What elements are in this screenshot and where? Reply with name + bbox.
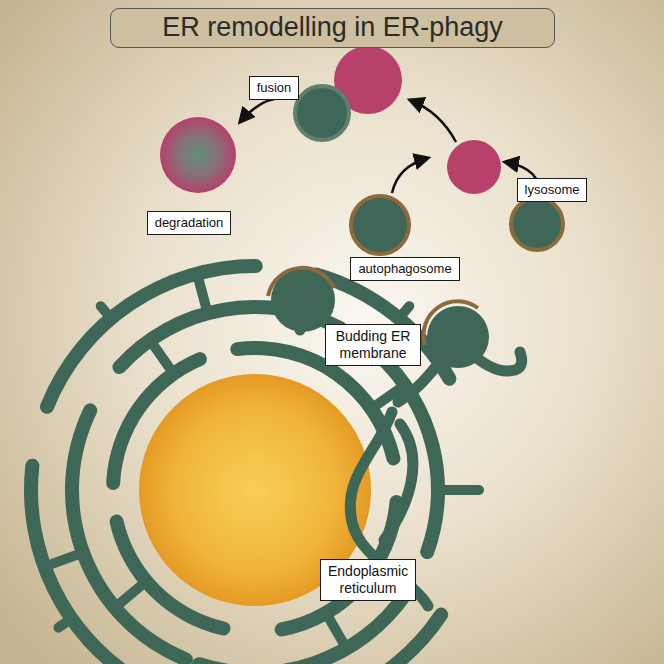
label-box: degradation <box>147 211 232 235</box>
er-rung <box>150 340 174 374</box>
er-sheet <box>24 459 144 664</box>
label-text: lysosome <box>525 182 580 198</box>
label-box: Endoplasmic reticulum <box>320 559 416 601</box>
label-box: lysosome <box>517 178 588 202</box>
autophagosome <box>511 198 563 250</box>
er-rung <box>197 274 208 314</box>
er-sheet <box>208 608 448 664</box>
autophagosome <box>295 86 349 140</box>
phagophore <box>268 268 334 296</box>
er-rung <box>58 618 71 627</box>
er-rung <box>326 613 347 649</box>
label-text: autophagosome <box>358 261 451 277</box>
er-sheet <box>371 347 445 559</box>
label-text: Budding ER membrane <box>333 328 413 362</box>
er-rung <box>399 306 409 318</box>
er-network <box>24 259 479 664</box>
er-rung <box>438 485 479 495</box>
label-box: Budding ER membrane <box>325 324 421 366</box>
autolysosome <box>160 117 236 193</box>
label-box: autophagosome <box>350 257 459 281</box>
flow-arrows <box>240 98 540 194</box>
title-banner: ER remodelling in ER-phagy <box>110 8 555 48</box>
budding-vesicle <box>427 306 489 368</box>
autophagosome <box>351 196 409 254</box>
title-text: ER remodelling in ER-phagy <box>162 12 503 42</box>
label-text: Endoplasmic reticulum <box>328 563 408 597</box>
er-tubules <box>300 278 522 606</box>
er-rung <box>101 306 111 318</box>
er-rung <box>115 581 146 607</box>
label-box: fusion <box>249 76 300 100</box>
lysosome <box>447 140 501 194</box>
label-text: degradation <box>155 215 224 231</box>
label-text: fusion <box>257 80 292 96</box>
phagophore <box>424 301 478 345</box>
er-rung <box>399 662 409 664</box>
er-rung <box>45 553 84 567</box>
